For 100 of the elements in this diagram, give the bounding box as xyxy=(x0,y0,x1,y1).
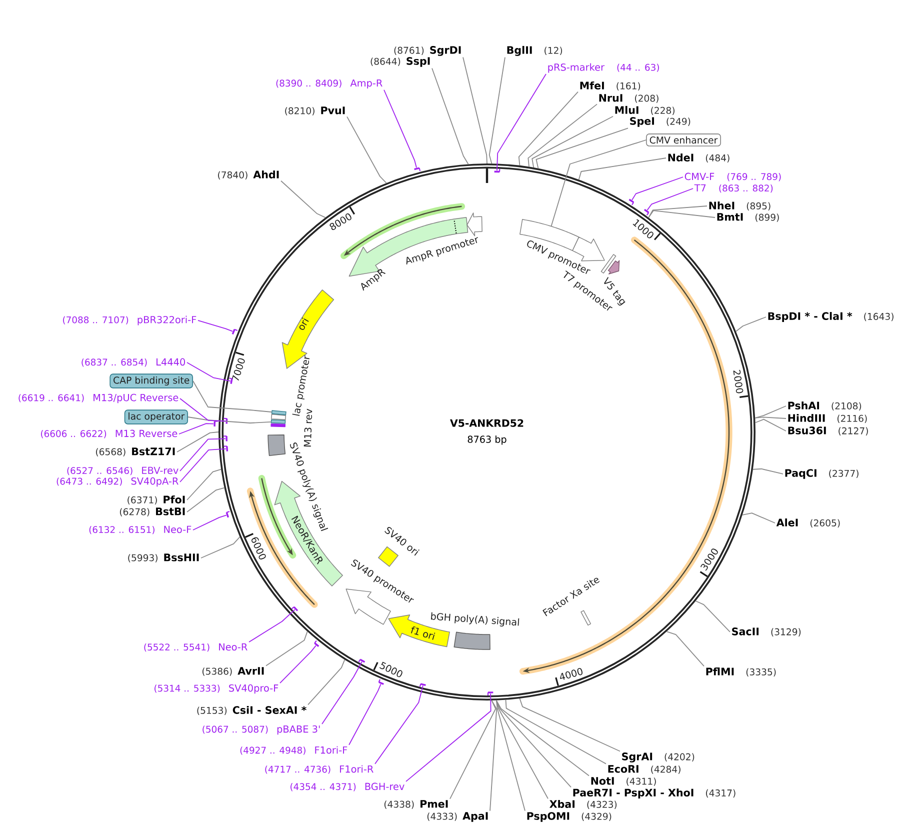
leader-line xyxy=(374,685,424,764)
leader-line xyxy=(519,698,620,752)
primer-mark xyxy=(291,606,298,612)
primer-name: SV40pro-F xyxy=(229,684,278,694)
leader-line xyxy=(450,700,496,800)
leader-line xyxy=(280,645,316,684)
cut-position: (12) xyxy=(544,46,562,56)
enzyme-name: BstZ17I xyxy=(132,448,175,456)
primer-range: (6132 .. 6151) xyxy=(89,526,154,534)
primer-name: Amp-R xyxy=(350,79,382,89)
primer-mark xyxy=(232,328,238,334)
enzyme-name: SspI xyxy=(406,57,430,67)
primer-range: (6527 .. 6546) xyxy=(67,466,132,476)
cut-position: (4202) xyxy=(664,753,694,762)
enzyme-name: NotI xyxy=(591,777,614,785)
enzyme-name: SgrDI xyxy=(430,46,461,56)
primer-name: pBABE 3' xyxy=(277,725,320,735)
primer-name: T7 xyxy=(694,184,706,192)
primer-range: (6619 .. 6641) xyxy=(18,394,84,402)
enzyme-name: PvuI xyxy=(321,106,345,114)
cut-position: (208) xyxy=(635,94,658,103)
enzyme-name: BglII xyxy=(507,46,532,56)
primer-name: pBR322ori-F xyxy=(138,316,196,326)
cut-position: (228) xyxy=(651,106,674,116)
enzyme-name: AvrII xyxy=(238,667,264,675)
feature-label: ori xyxy=(299,318,309,330)
leader-line xyxy=(742,512,776,524)
leader-line xyxy=(496,74,546,172)
cut-position: (6278) xyxy=(120,508,150,516)
enzyme-name: MfeI xyxy=(580,81,604,90)
leader-line xyxy=(518,91,578,166)
leader-line xyxy=(505,699,606,764)
cut-position: (4311) xyxy=(626,778,656,786)
scale-label: 4000 xyxy=(560,668,582,680)
enzyme-name: BstBI xyxy=(156,508,185,516)
leader-line xyxy=(180,398,226,422)
primer-mark xyxy=(378,679,384,685)
primer-name: pRS-marker xyxy=(548,63,605,73)
enzyme-name: XbaI xyxy=(550,800,574,808)
primer-name: Neo-F xyxy=(164,526,192,534)
leader-line xyxy=(754,418,786,432)
leader-line xyxy=(695,600,730,632)
enzyme-name: BssHII xyxy=(164,554,199,562)
enzyme-name: PmeI xyxy=(420,800,448,808)
leader-line xyxy=(186,468,222,500)
primer-name: EBV-rev xyxy=(142,466,178,474)
leader-line xyxy=(490,700,498,812)
primer-mark xyxy=(358,658,366,663)
leader-line xyxy=(550,140,646,226)
cut-position: (4329) xyxy=(582,812,612,821)
scale-label: 5000 xyxy=(380,662,402,678)
leader-line xyxy=(752,468,784,474)
scale-label: 6000 xyxy=(252,537,266,560)
cut-position: (5153) xyxy=(197,706,227,716)
cut-position: (4323) xyxy=(587,800,617,810)
leader-line xyxy=(192,514,227,530)
cut-position: (249) xyxy=(666,118,690,126)
enzyme-name: SgrAI xyxy=(622,752,652,762)
cut-position: (895) xyxy=(746,202,770,211)
enzyme-name: HindIII xyxy=(788,414,825,422)
enzyme-name: SpeI xyxy=(630,117,654,127)
primer-mark xyxy=(494,168,500,173)
enzyme-name: BmtI xyxy=(717,213,743,221)
scale-label: 2000 xyxy=(733,370,744,394)
leader-line xyxy=(754,406,786,418)
enzyme-name: PspOMI xyxy=(527,812,570,822)
primer-name: F1ori-R xyxy=(340,765,374,773)
primer-mark xyxy=(224,436,228,442)
feature-label: CAP binding site xyxy=(110,374,193,388)
primer-mark xyxy=(228,378,233,384)
leader-line xyxy=(198,320,234,332)
leader-line xyxy=(736,316,766,332)
primer-range: (6473 .. 6492) xyxy=(56,478,122,486)
cut-position: (8644) xyxy=(370,58,400,66)
leader-line xyxy=(532,116,614,168)
leader-line xyxy=(462,56,488,164)
leader-line xyxy=(176,432,219,452)
enzyme-name: SacII xyxy=(732,628,759,636)
cut-position: (5993) xyxy=(128,554,158,562)
leader-line xyxy=(384,89,417,168)
cut-position: (2127) xyxy=(838,427,868,436)
cut-position: (6371) xyxy=(128,496,157,505)
leader-line xyxy=(186,487,225,512)
cut-position: (6568) xyxy=(96,448,126,456)
cut-position: (4338) xyxy=(384,800,414,809)
feature-box xyxy=(271,410,286,416)
cut-position: (3129) xyxy=(771,628,801,636)
primer-mark xyxy=(644,208,650,216)
feature-label: lac operator xyxy=(124,410,188,424)
primer-name: SV40pA-R xyxy=(131,477,178,487)
cut-position: (2108) xyxy=(832,402,862,411)
leader-line xyxy=(536,128,628,169)
cut-position: (2116) xyxy=(837,414,867,424)
enzyme-name: PflMI xyxy=(706,667,734,676)
leader-line xyxy=(496,700,572,788)
leader-line xyxy=(186,362,231,382)
feature-label: M13 rev xyxy=(304,408,312,447)
cut-position: (1643) xyxy=(864,312,894,322)
enzyme-name: ApaI xyxy=(462,812,488,822)
primer-mark xyxy=(214,420,218,426)
